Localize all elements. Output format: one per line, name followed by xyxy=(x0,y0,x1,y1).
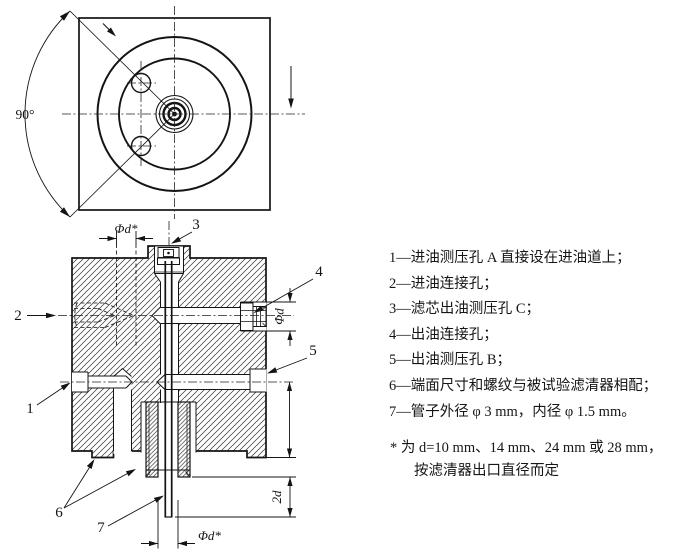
dim-top-diameter: Φd* xyxy=(99,221,153,245)
legend-footnote-line-1: * 为 d=10 mm、14 mm、24 mm 或 28 mm， xyxy=(390,440,663,456)
top-plug xyxy=(154,246,184,283)
angle-arc xyxy=(24,10,71,218)
section-centerlines xyxy=(58,221,294,383)
callout-7: 7 xyxy=(97,520,105,536)
angle-leg-lower xyxy=(69,113,175,218)
top-view: 90° xyxy=(16,6,305,219)
bottom-slot xyxy=(113,367,132,451)
dim-right-unlabeled xyxy=(250,382,296,458)
callout-4: 4 xyxy=(315,264,323,280)
dim-bottom-diameter-label: Φd* xyxy=(198,528,221,543)
measuring-tube xyxy=(164,261,173,518)
angle-arrow-top xyxy=(59,11,70,21)
dim-right-diameter: Φd xyxy=(266,288,296,346)
threaded-bushing xyxy=(140,401,197,478)
legend-item-1: 1—进油测压孔 A 直接设在进油道上； xyxy=(389,250,631,266)
callout-6: 6 xyxy=(55,505,63,521)
legend-footnote-line-2: 按滤清器出口直径而定 xyxy=(414,463,559,479)
dim-tube-extension-label: 2d xyxy=(269,490,284,504)
legend-item-6: 6—端面尺寸和螺纹与被试验滤清器相配； xyxy=(389,378,658,394)
angle-leg-upper xyxy=(69,10,175,115)
legend-item-7: 7—管子外径 φ 3 mm，内径 φ 1.5 mm。 xyxy=(389,404,636,420)
dim-right-diameter-label: Φd xyxy=(272,308,287,325)
dim-top-diameter-label: Φd* xyxy=(115,221,138,236)
cutting-plane-arrow-diagonal xyxy=(102,23,116,37)
callout-1: 1 xyxy=(26,401,34,417)
callout-3: 3 xyxy=(192,217,200,233)
angle-arrow-bottom xyxy=(59,207,70,217)
dim-bottom-diameter: Φd* xyxy=(141,500,221,549)
callout-leaders xyxy=(27,231,314,527)
legend-item-3: 3—滤芯出油测压孔 C； xyxy=(389,301,541,317)
legend-item-2: 2—进油连接孔； xyxy=(389,276,498,292)
legend-item-4: 4—出油连接孔； xyxy=(389,327,498,343)
dim-tube-extension: 2d xyxy=(175,476,296,518)
callout-2: 2 xyxy=(14,308,22,324)
angle-label: 90° xyxy=(16,107,35,122)
section-view: Φd* Φd 2d xyxy=(14,217,323,549)
callout-5: 5 xyxy=(309,343,317,359)
top-view-centerlines xyxy=(62,6,305,219)
legend-item-5: 5—出油测压孔 B； xyxy=(389,352,512,368)
passage-B xyxy=(165,368,266,393)
hidden-inlet-hole xyxy=(74,244,137,348)
cutting-plane-arrow-right xyxy=(288,66,294,109)
